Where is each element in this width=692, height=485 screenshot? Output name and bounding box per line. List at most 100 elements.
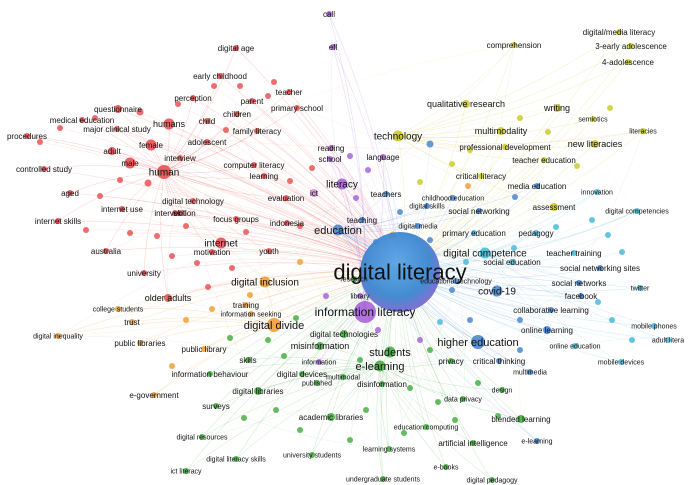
node-literacies[interactable]: [640, 128, 646, 134]
node-writing[interactable]: [553, 104, 561, 112]
node-published[interactable]: [314, 380, 320, 386]
node-social-networks[interactable]: [576, 280, 582, 286]
node-public-library[interactable]: [201, 346, 207, 352]
node-information-behaviour[interactable]: [207, 371, 213, 377]
node-language[interactable]: [380, 154, 386, 160]
node-critical-literacy[interactable]: [478, 173, 484, 179]
node-children[interactable]: [234, 111, 240, 117]
node-digital-age[interactable]: [233, 45, 239, 51]
node-online-education[interactable]: [572, 343, 578, 349]
node-digital-inequality[interactable]: [55, 333, 61, 339]
node-research[interactable]: [351, 276, 357, 282]
node-technology[interactable]: [392, 130, 404, 142]
node-mobile-phones[interactable]: [651, 323, 657, 329]
node-academic-libraries[interactable]: [327, 413, 335, 421]
node-digital-literacy-skills[interactable]: [233, 456, 239, 462]
node-digital-pedagogy[interactable]: [489, 477, 495, 483]
node-collaborative-learning[interactable]: [548, 307, 554, 313]
node-college-students[interactable]: [115, 306, 121, 312]
node-teacher-training[interactable]: [571, 250, 577, 256]
node-adult[interactable]: [108, 147, 116, 155]
node-multimedia[interactable]: [527, 369, 533, 375]
node-e-learning-2[interactable]: [534, 438, 540, 444]
node-3-early-adolescence[interactable]: [628, 43, 634, 49]
node-assessment[interactable]: [550, 203, 558, 211]
node-efl[interactable]: [330, 44, 336, 50]
node-male[interactable]: [124, 157, 136, 169]
node-ict[interactable]: [310, 189, 318, 197]
node-child[interactable]: [204, 118, 210, 124]
node-new-literacies[interactable]: [591, 140, 599, 148]
node-surveys[interactable]: [213, 403, 219, 409]
node-human[interactable]: [157, 165, 171, 179]
node-social-networking-sites[interactable]: [597, 265, 603, 271]
node-multimodality[interactable]: [497, 127, 505, 135]
node-artificial-intelligence[interactable]: [470, 440, 476, 446]
node-digital-inclusion[interactable]: [259, 276, 271, 288]
node-twitter[interactable]: [637, 285, 643, 291]
node-educational-technology[interactable]: [453, 278, 459, 284]
node-adolescent[interactable]: [204, 139, 210, 145]
node-motivation[interactable]: [209, 249, 215, 255]
node-older-adults[interactable]: [164, 294, 172, 302]
node-youth[interactable]: [266, 248, 272, 254]
node-data-privacy[interactable]: [460, 396, 466, 402]
node-training[interactable]: [243, 302, 249, 308]
node-reading[interactable]: [328, 145, 334, 151]
node-higher-education[interactable]: [471, 335, 485, 349]
node-mobile-devices[interactable]: [618, 359, 624, 365]
node-humans[interactable]: [163, 118, 175, 130]
node-primary-education[interactable]: [471, 230, 477, 236]
node-innovation[interactable]: [594, 189, 600, 195]
node-questionnaire[interactable]: [114, 105, 122, 113]
node-interview[interactable]: [177, 155, 183, 161]
node-school[interactable]: [327, 156, 333, 162]
node-teachers[interactable]: [383, 191, 389, 197]
node-digital-media[interactable]: [415, 223, 421, 229]
node-teacher[interactable]: [286, 89, 292, 95]
node-education[interactable]: [332, 224, 344, 236]
node-teacher-education[interactable]: [541, 157, 547, 163]
node-critical-thinking[interactable]: [496, 358, 502, 364]
node-library[interactable]: [357, 293, 363, 299]
node-skill[interactable]: [177, 210, 183, 216]
node-primary-school[interactable]: [294, 105, 300, 111]
node-childhood-education[interactable]: [450, 195, 456, 201]
node-semiotics[interactable]: [590, 116, 596, 122]
node-digital-resources[interactable]: [199, 434, 205, 440]
node-family-literacy[interactable]: [254, 128, 260, 134]
node-computer-literacy[interactable]: [251, 162, 257, 168]
node-public-libraries[interactable]: [137, 340, 143, 346]
node-disinformation[interactable]: [379, 381, 385, 387]
node-ict-literacy[interactable]: [183, 468, 189, 474]
node-early-childhood[interactable]: [217, 73, 223, 79]
node-learning[interactable]: [261, 173, 267, 179]
node-blended-learning[interactable]: [517, 415, 525, 423]
node-digital-technologies[interactable]: [340, 330, 348, 338]
node-covid-19[interactable]: [491, 285, 503, 297]
node-privacy[interactable]: [448, 358, 454, 364]
node-comprehension[interactable]: [511, 42, 517, 48]
node-digital-divide[interactable]: [267, 318, 281, 332]
node-medical-education[interactable]: [79, 117, 85, 123]
node-female[interactable]: [145, 139, 157, 151]
node-university-students[interactable]: [309, 452, 315, 458]
node-undergraduate-students[interactable]: [380, 476, 386, 482]
node-procedures[interactable]: [24, 133, 30, 139]
node-internet-skills[interactable]: [55, 218, 61, 224]
node-australia[interactable]: [103, 248, 109, 254]
node-digital-competencies[interactable]: [634, 208, 640, 214]
node-aged[interactable]: [67, 190, 73, 196]
node-evaluation[interactable]: [283, 195, 289, 201]
node-teaching[interactable]: [359, 217, 365, 223]
node-information-seeking[interactable]: [248, 311, 254, 317]
node-internet-use[interactable]: [119, 206, 125, 212]
node-literacy[interactable]: [336, 178, 348, 190]
node-call[interactable]: [326, 11, 332, 17]
node-digital-literacy[interactable]: [360, 232, 440, 312]
node-trust[interactable]: [129, 319, 135, 325]
node-e-learning[interactable]: [374, 360, 386, 372]
node-digital-skills[interactable]: [424, 203, 430, 209]
node-digital-devices[interactable]: [299, 371, 305, 377]
node-media-education[interactable]: [534, 183, 540, 189]
